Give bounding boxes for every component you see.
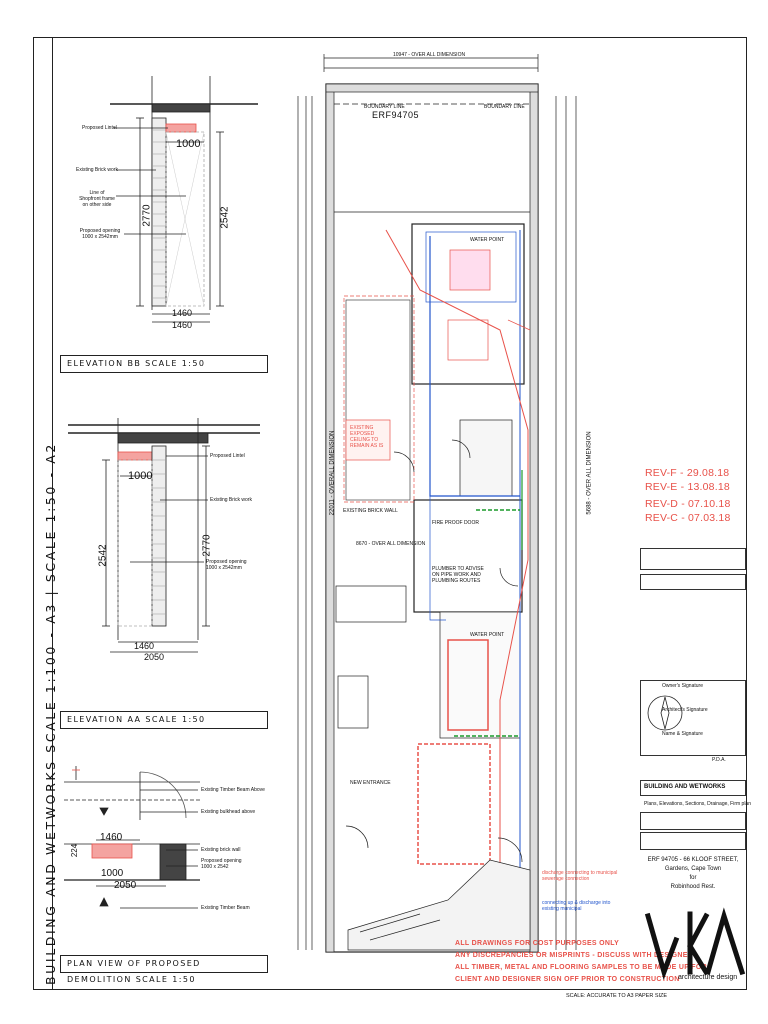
red-note-2: ANY DISCREPANCIES OR MISPRINTS - DISCUSS… xyxy=(455,952,694,959)
revision-d: REV-D - 07.10.18 xyxy=(645,498,731,510)
bb-annotation-opening: Proposed opening 1000 x 2542mm xyxy=(79,228,121,240)
elevation-aa-label: ELEVATION AA SCALE 1:50 xyxy=(60,711,268,729)
aa-annotation-lintel: Proposed Lintel xyxy=(210,453,245,459)
demo-dim-2050: 2050 xyxy=(114,880,137,891)
plan-top-dimension: 10947 - OVER ALL DIMENSION xyxy=(393,52,466,58)
demo-annotation-brick-wall: Existing brick wall xyxy=(201,847,241,853)
plan-note-new-entrance: NEW ENTRANCE xyxy=(350,780,391,786)
tb-drawing-subtitle: Plans, Elevations, Sections, Drainage, F… xyxy=(644,801,751,807)
plan-note-ceiling: EXISTING EXPOSED CEILING TO REMAIN AS IS xyxy=(350,425,384,449)
tb-status: P.D.A. xyxy=(712,757,726,763)
plan-boundary-left: BOUNDARY LINE xyxy=(364,104,405,110)
demo-annotation-timber-beam: Existing Timber Beam xyxy=(201,905,250,911)
tb-address: ERF 94705 - 66 KLOOF STREET, Gardens, Ca… xyxy=(645,856,741,892)
bb-dim-1460b: 1460 xyxy=(172,320,193,330)
plan-existing-brick-wall: EXISTING BRICK WALL xyxy=(343,508,398,514)
demo-dim-1460: 1460 xyxy=(100,832,123,843)
tb-logo-sub: architecture design xyxy=(678,974,738,981)
red-note-4: CLIENT AND DESIGNER SIGN OFF PRIOR TO CO… xyxy=(455,976,680,983)
drawing-sheet xyxy=(33,37,747,990)
title-strip xyxy=(33,37,53,990)
tb-address-line-2: Gardens, Cape Town xyxy=(664,866,722,872)
tb-architect-signature: Architect's Signature xyxy=(662,707,708,713)
demo-dim-1000: 1000 xyxy=(101,868,124,879)
demo-annotation-bulkhead: Existing bulkhead above xyxy=(201,809,256,815)
red-note-1: ALL DRAWINGS FOR COST PURPOSES ONLY xyxy=(455,940,620,947)
tb-notes-box xyxy=(640,548,746,570)
tb-address-line-4: Robinhood Rest. xyxy=(670,884,716,890)
north-arrow-icon xyxy=(647,695,683,731)
bb-dim-1460a: 1460 xyxy=(172,308,193,318)
tb-address-line-1: ERF 94705 - 66 KLOOF STREET, xyxy=(647,857,739,863)
aa-annotation-brick: Existing Brick work xyxy=(210,497,252,503)
bb-annotation-shopfront: Line of Shopfront frame on other side xyxy=(79,190,115,208)
tb-drawing-title: BUILDING AND WETWORKS xyxy=(644,784,726,790)
bb-annotation-lintel: Proposed Lintel xyxy=(82,125,117,131)
plan-erf-label: ERF94705 xyxy=(372,110,420,120)
revision-e: REV-E - 13.08.18 xyxy=(645,481,730,493)
plan-water-point-1: WATER POINT xyxy=(470,237,505,243)
plan-boundary-right: BOUNDARY LINE xyxy=(484,104,525,110)
tb-grid-box xyxy=(640,812,746,830)
plan-note-fire-door: FIRE PROOF DOOR xyxy=(432,520,479,526)
aa-annotation-opening: Proposed opening 1000 x 2542mm xyxy=(206,559,247,571)
scale-note: SCALE: ACCURATE TO A3 PAPER SIZE xyxy=(566,993,668,999)
revision-c: REV-C - 07.03.18 xyxy=(645,512,731,524)
tb-signature-box xyxy=(640,680,746,756)
plan-note-plumber: PLUMBER TO ADVISE ON PIPE WORK AND PLUMB… xyxy=(432,566,484,584)
plan-discharge-note: discharge connecting to municipal sewera… xyxy=(542,870,618,882)
bb-annotation-brick: Existing Brick work xyxy=(76,167,118,173)
aa-dim-2050: 2050 xyxy=(144,652,165,662)
demo-annotation-beam-above: Existing Timber Beam Above xyxy=(201,787,265,793)
tb-name-signature: Name & Signature xyxy=(662,731,703,737)
revision-f: REV-F - 29.08.18 xyxy=(645,467,730,479)
plan-water-point-2: WATER POINT xyxy=(470,632,505,638)
tb-address-line-3: for xyxy=(689,875,697,881)
aa-dim-1000: 1000 xyxy=(128,470,153,482)
demo-annotation-opening: Proposed opening 1000 x 2542 xyxy=(201,858,242,870)
demolition-plan-label: PLAN VIEW OF PROPOSED DEMOLITION SCALE 1… xyxy=(60,955,268,984)
tb-notes-box-2 xyxy=(640,574,746,590)
tb-owner-signature: Owner's Signature xyxy=(662,683,703,689)
tb-title-box xyxy=(640,780,746,796)
aa-dim-1460: 1460 xyxy=(134,641,155,651)
tb-rev-box xyxy=(640,832,746,850)
plan-connecting-note: connecting up & discharge into existing … xyxy=(542,900,611,912)
plan-width-dimension: 8670 - OVER ALL DIMENSION xyxy=(356,541,426,547)
bb-dim-1000: 1000 xyxy=(176,138,201,150)
red-note-3: ALL TIMBER, METAL AND FLOORING SAMPLES T… xyxy=(455,964,707,971)
elevation-bb-label: ELEVATION BB SCALE 1:50 xyxy=(60,355,268,373)
